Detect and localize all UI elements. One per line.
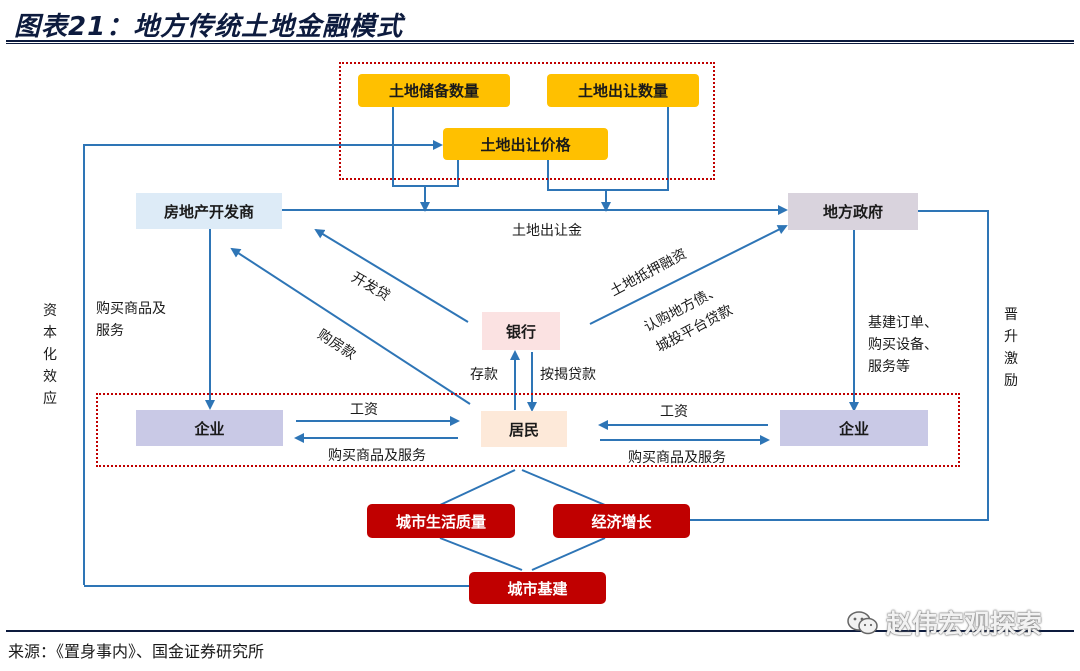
title-rule xyxy=(6,40,1074,42)
link-res-quality xyxy=(439,469,516,506)
watermark: 赵伟宏观探索 xyxy=(846,604,1042,641)
footer-rule xyxy=(6,630,1074,632)
label-infra-orders-1: 基建订单、 xyxy=(868,315,938,331)
node-city-life: 城市生活质量 xyxy=(367,504,515,538)
arrow-promotion xyxy=(690,210,989,521)
label-buy-goods-left-2: 服务 xyxy=(96,323,124,339)
node-econ-growth: 经济增长 xyxy=(553,504,690,538)
arrow-reserve-down xyxy=(392,107,430,212)
label-mortgage-loan: 按揭贷款 xyxy=(540,367,596,383)
node-land-reserve: 土地储备数量 xyxy=(358,74,510,107)
label-infra-orders: 基建订单、 购买设备、 服务等 xyxy=(868,312,938,378)
label-wage-right: 工资 xyxy=(660,404,688,420)
label-capital-effect: 资本化效应 xyxy=(43,303,57,407)
economy-frame xyxy=(96,393,960,467)
label-buy-goods-left-1: 购买商品及 xyxy=(96,301,166,317)
label-infra-orders-2: 购买设备、 xyxy=(868,337,938,353)
arrow-dev-loan xyxy=(314,228,469,323)
label-buy-goods-left: 购买商品及 服务 xyxy=(96,298,166,342)
label-promotion: 晋升激励 xyxy=(1004,307,1018,389)
arrow-home-purchase xyxy=(230,247,471,405)
title-rule-thin xyxy=(6,43,1074,44)
link-res-growth xyxy=(521,469,606,506)
arrow-price-left-down xyxy=(425,160,459,187)
node-developer: 房地产开发商 xyxy=(136,193,282,229)
node-local-gov: 地方政府 xyxy=(788,193,918,230)
node-residents: 居民 xyxy=(481,411,567,447)
label-infra-orders-3: 服务等 xyxy=(868,359,910,375)
label-goods-bottom-left: 购买商品及服务 xyxy=(328,448,426,464)
node-land-price: 土地出让价格 xyxy=(443,128,608,160)
node-bank: 银行 xyxy=(482,312,560,350)
label-wage-left: 工资 xyxy=(350,402,378,418)
node-land-transfer-qty: 土地出让数量 xyxy=(547,74,699,107)
wechat-icon xyxy=(847,610,878,634)
link-quality-infra xyxy=(439,537,523,571)
page-title: 图表21：地方传统土地金融模式 xyxy=(14,12,404,42)
arrow-qty-down xyxy=(601,107,669,212)
node-city-infra: 城市基建 xyxy=(469,572,606,604)
land-factors-frame xyxy=(339,62,715,180)
label-deposit: 存款 xyxy=(470,367,498,383)
node-enterprise-left: 企业 xyxy=(136,410,283,446)
link-growth-infra xyxy=(531,537,606,571)
arrow-capital-effect xyxy=(83,140,443,585)
label-land-revenue: 土地出让金 xyxy=(512,223,582,239)
source-note: 来源：《置身事内》、国金证券研究所 xyxy=(8,642,265,661)
arrow-land-pledge xyxy=(589,225,788,325)
label-goods-bottom-right: 购买商品及服务 xyxy=(628,450,726,466)
arrow-price-right-down xyxy=(547,160,606,191)
node-enterprise-right: 企业 xyxy=(780,410,928,446)
watermark-text: 赵伟宏观探索 xyxy=(885,610,1042,640)
